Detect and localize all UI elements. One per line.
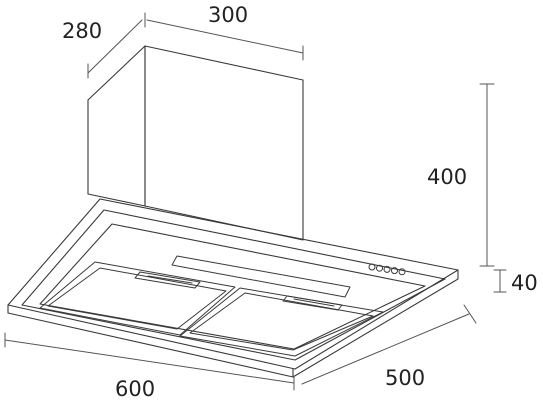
filter-left-inner: [47, 267, 227, 330]
canopy-inner-bevel: [21, 209, 446, 361]
canopy-top-surface: [7, 198, 459, 370]
filter-left-handle: [134, 271, 201, 289]
filters: [39, 261, 384, 357]
filter-left-handle-line: [147, 275, 193, 284]
control-button-2: [376, 264, 383, 272]
chimney-front-face: [144, 45, 304, 241]
control-panel: [368, 263, 406, 276]
dim-600-line: [4, 339, 295, 384]
canopy: [7, 198, 459, 378]
dim-500-label: 500: [385, 366, 425, 390]
control-button-4: [391, 267, 398, 275]
control-button-3: [383, 265, 391, 273]
chimney: [87, 45, 304, 241]
dim-400-label: 400: [427, 165, 467, 189]
chimney-side-face: [87, 45, 146, 207]
dim-500-tick-b: [463, 304, 477, 324]
light-strip: [171, 255, 351, 298]
filter-right-handle: [282, 295, 343, 311]
filter-right-handle-line: [293, 298, 335, 307]
dim-600-label: 600: [115, 377, 155, 401]
canopy-front-edge: [7, 304, 294, 378]
dim-280-line: [87, 19, 143, 74]
dimension-lines: [4, 12, 507, 391]
dim-500-line: [301, 313, 470, 385]
dim-300-label: 300: [208, 3, 248, 27]
dim-40-label: 40: [511, 271, 538, 295]
control-button-1: [368, 263, 376, 271]
canopy-right-edge: [292, 269, 459, 378]
filter-left-outer: [39, 261, 236, 336]
light-panel: [171, 255, 351, 298]
filter-right-outer: [179, 287, 384, 357]
dim-280-label: 280: [62, 19, 102, 43]
control-button-5: [398, 268, 406, 276]
filter-right-inner: [189, 292, 374, 351]
canopy-inner-rim: [39, 223, 426, 350]
dim-300-line: [146, 19, 304, 54]
